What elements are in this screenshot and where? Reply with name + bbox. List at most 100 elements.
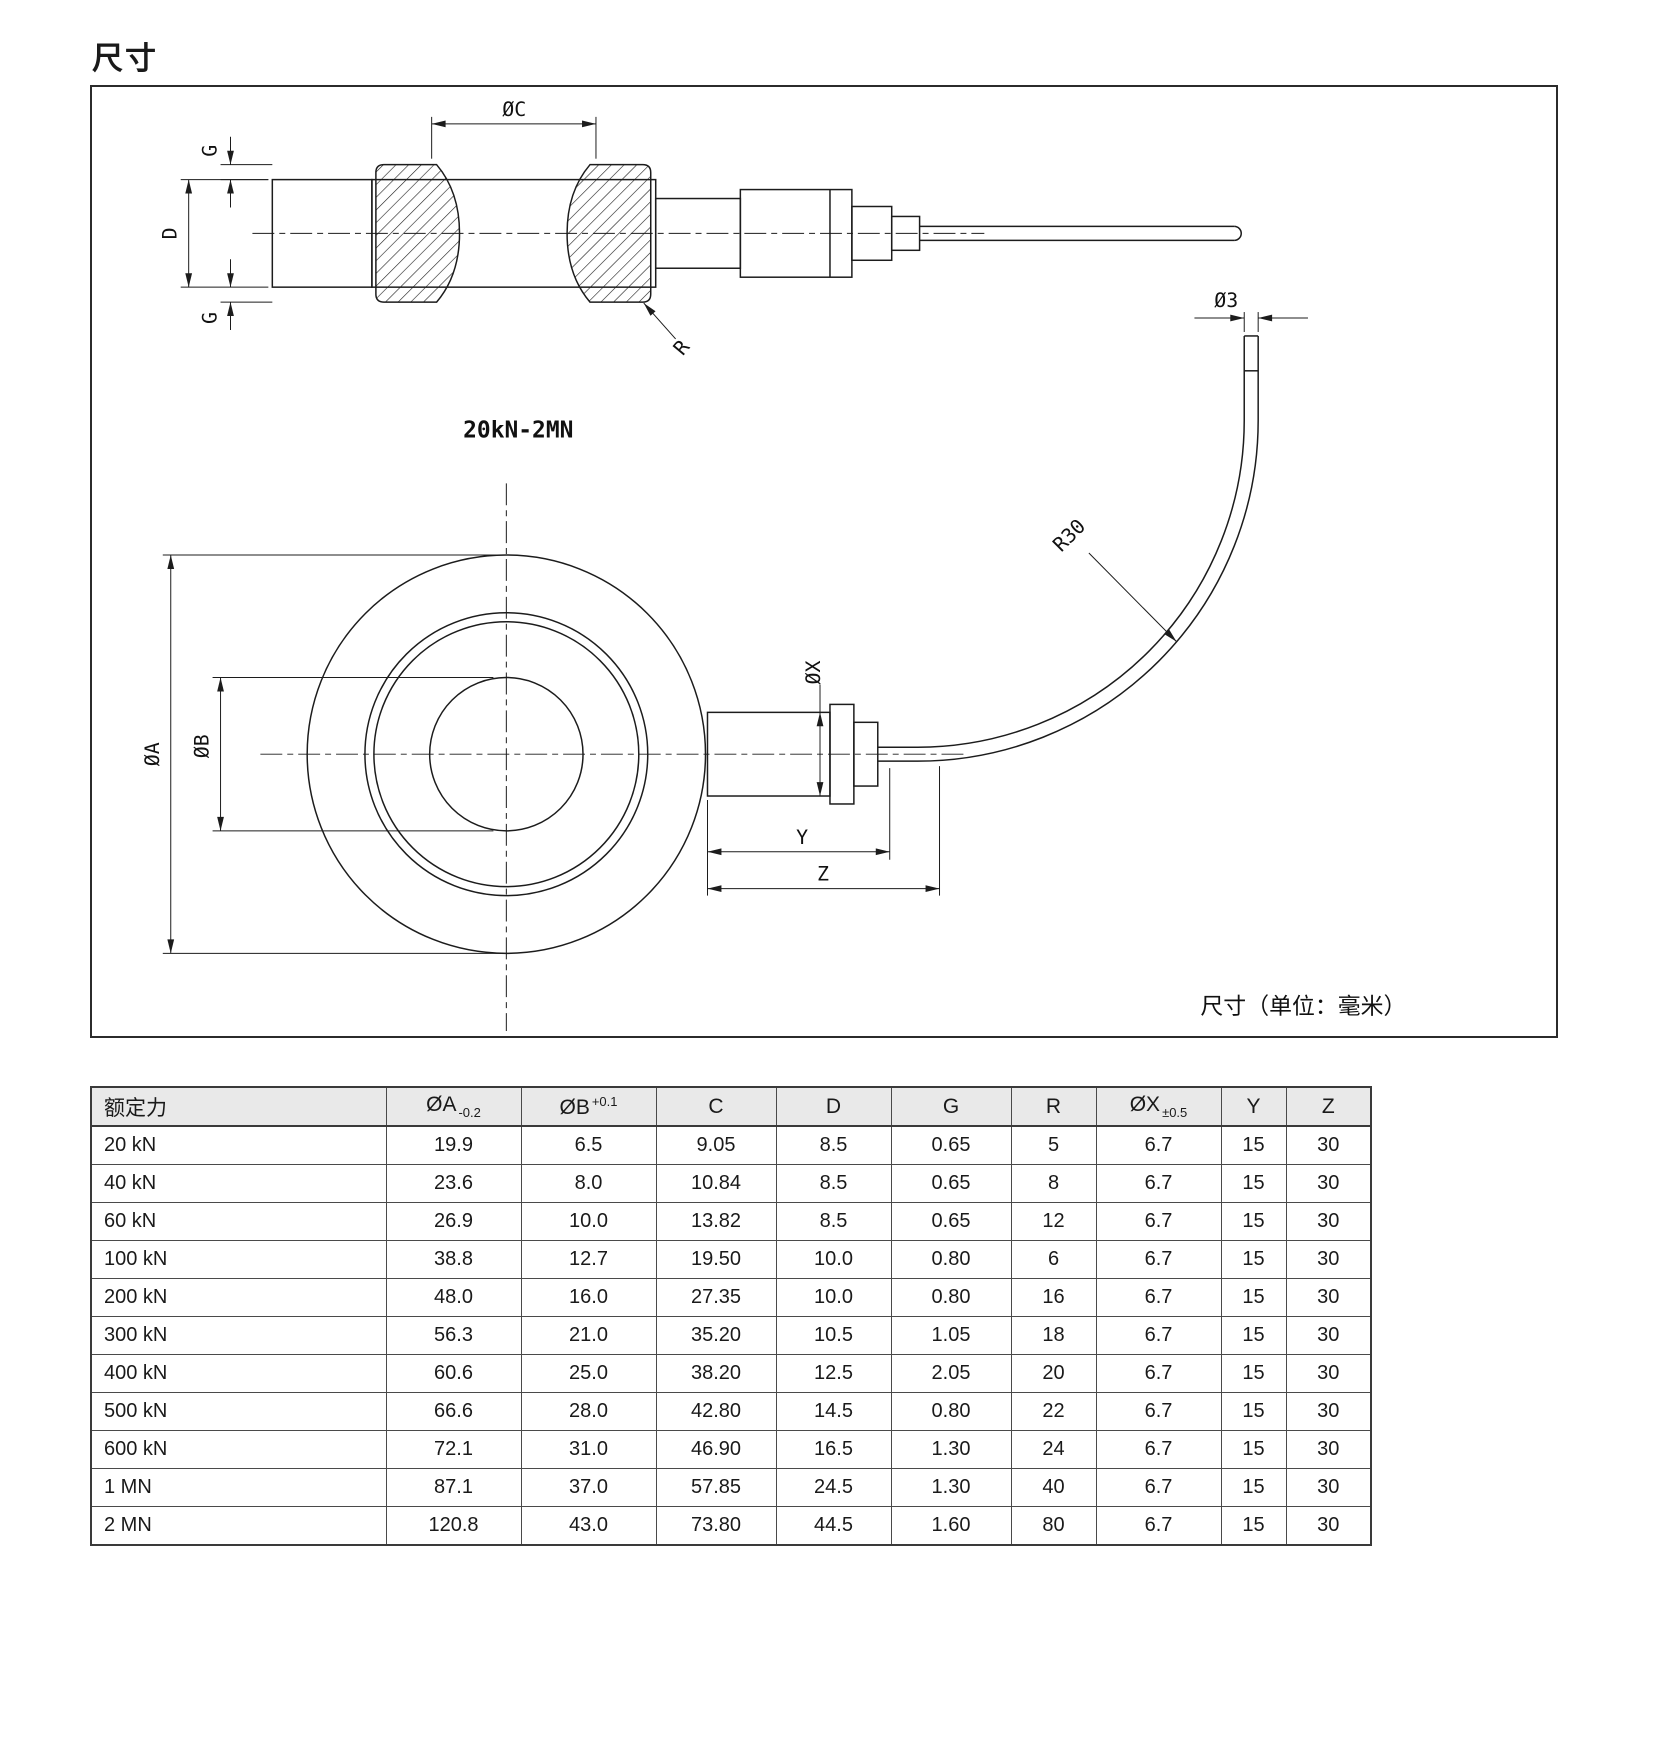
value-cell: 24 <box>1010 1430 1097 1469</box>
dim-g-bottom: G <box>199 259 273 330</box>
value-cell: 15 <box>1220 1468 1287 1507</box>
column-header-3: C <box>655 1086 777 1127</box>
value-cell: 0.65 <box>890 1125 1012 1165</box>
dim-label-dia-b: ØB <box>191 734 214 758</box>
value-cell: 6.7 <box>1095 1392 1222 1431</box>
rated-force-cell: 1 MN <box>90 1468 387 1507</box>
value-cell: 1.30 <box>890 1468 1012 1507</box>
section-hatch-right <box>566 163 652 303</box>
value-cell: 28.0 <box>520 1392 657 1431</box>
page-title: 尺寸 <box>92 40 158 76</box>
column-header-5: G <box>890 1086 1012 1127</box>
dim-label-dia-a: ØA <box>141 742 164 766</box>
value-cell: 10.0 <box>775 1240 892 1279</box>
value-cell: 0.80 <box>890 1278 1012 1317</box>
value-cell: 30 <box>1285 1354 1372 1393</box>
rated-force-cell: 2 MN <box>90 1506 387 1546</box>
dim-d: D <box>159 179 269 288</box>
value-cell: 72.1 <box>385 1430 522 1469</box>
value-cell: 6.7 <box>1095 1202 1222 1241</box>
value-cell: 30 <box>1285 1125 1372 1165</box>
value-cell: 15 <box>1220 1316 1287 1355</box>
bore-circle <box>428 676 584 832</box>
value-cell: 0.80 <box>890 1392 1012 1431</box>
value-cell: 38.20 <box>655 1354 777 1393</box>
value-cell: 25.0 <box>520 1354 657 1393</box>
rated-force-cell: 40 kN <box>90 1164 387 1203</box>
dim-dia-b: ØB <box>191 677 494 832</box>
column-header-4: D <box>775 1086 892 1127</box>
dim-dia-c: ØC <box>431 98 597 159</box>
value-cell: 57.85 <box>655 1468 777 1507</box>
dim-g-top: G <box>199 136 273 208</box>
value-cell: 23.6 <box>385 1164 522 1203</box>
dim-r30: R30 <box>1049 515 1177 643</box>
value-cell: 15 <box>1220 1202 1287 1241</box>
value-cell: 60.6 <box>385 1354 522 1393</box>
rated-force-cell: 100 kN <box>90 1240 387 1279</box>
value-cell: 9.05 <box>655 1125 777 1165</box>
dim-label-r: R <box>669 336 694 360</box>
range-label: 20kN-2MN <box>463 418 573 444</box>
value-cell: 30 <box>1285 1430 1372 1469</box>
dim-dia-3: Ø3 <box>1194 289 1308 332</box>
value-cell: 19.9 <box>385 1125 522 1165</box>
value-cell: 30 <box>1285 1278 1372 1317</box>
dim-label-r30: R30 <box>1049 515 1091 557</box>
column-header-2: ØB+0.1 <box>520 1086 657 1127</box>
value-cell: 6.7 <box>1095 1278 1222 1317</box>
value-cell: 10.5 <box>775 1316 892 1355</box>
value-cell: 10.0 <box>520 1202 657 1241</box>
value-cell: 30 <box>1285 1164 1372 1203</box>
value-cell: 1.05 <box>890 1316 1012 1355</box>
value-cell: 26.9 <box>385 1202 522 1241</box>
dim-y: Y <box>706 768 891 896</box>
value-cell: 30 <box>1285 1506 1372 1546</box>
value-cell: 15 <box>1220 1430 1287 1469</box>
value-cell: 46.90 <box>655 1430 777 1469</box>
dim-dia-x: ØX <box>802 661 825 797</box>
dim-dia-a: ØA <box>141 554 504 954</box>
side-connector <box>654 188 921 278</box>
value-cell: 8.5 <box>775 1164 892 1203</box>
dim-label-d: D <box>159 227 182 239</box>
dim-label-dia-c: ØC <box>502 98 526 121</box>
side-view: ØC G D <box>159 98 1242 444</box>
value-cell: 30 <box>1285 1468 1372 1507</box>
ring-circle-outer <box>364 612 649 897</box>
value-cell: 6.7 <box>1095 1240 1222 1279</box>
front-connector <box>706 703 879 805</box>
value-cell: 56.3 <box>385 1316 522 1355</box>
value-cell: 30 <box>1285 1240 1372 1279</box>
value-cell: 24.5 <box>775 1468 892 1507</box>
value-cell: 22 <box>1010 1392 1097 1431</box>
value-cell: 8 <box>1010 1164 1097 1203</box>
value-cell: 15 <box>1220 1164 1287 1203</box>
rated-force-cell: 200 kN <box>90 1278 387 1317</box>
value-cell: 12 <box>1010 1202 1097 1241</box>
value-cell: 15 <box>1220 1354 1287 1393</box>
value-cell: 15 <box>1220 1240 1287 1279</box>
value-cell: 27.35 <box>655 1278 777 1317</box>
value-cell: 8.0 <box>520 1164 657 1203</box>
value-cell: 0.80 <box>890 1240 1012 1279</box>
value-cell: 15 <box>1220 1392 1287 1431</box>
value-cell: 19.50 <box>655 1240 777 1279</box>
technical-drawing: ØC G D <box>141 98 1406 1032</box>
value-cell: 37.0 <box>520 1468 657 1507</box>
ring-circle-inner <box>373 620 640 888</box>
value-cell: 66.6 <box>385 1392 522 1431</box>
value-cell: 48.0 <box>385 1278 522 1317</box>
value-cell: 30 <box>1285 1316 1372 1355</box>
value-cell: 2.05 <box>890 1354 1012 1393</box>
dim-r: R <box>643 302 694 360</box>
dim-z: Z <box>707 766 941 896</box>
